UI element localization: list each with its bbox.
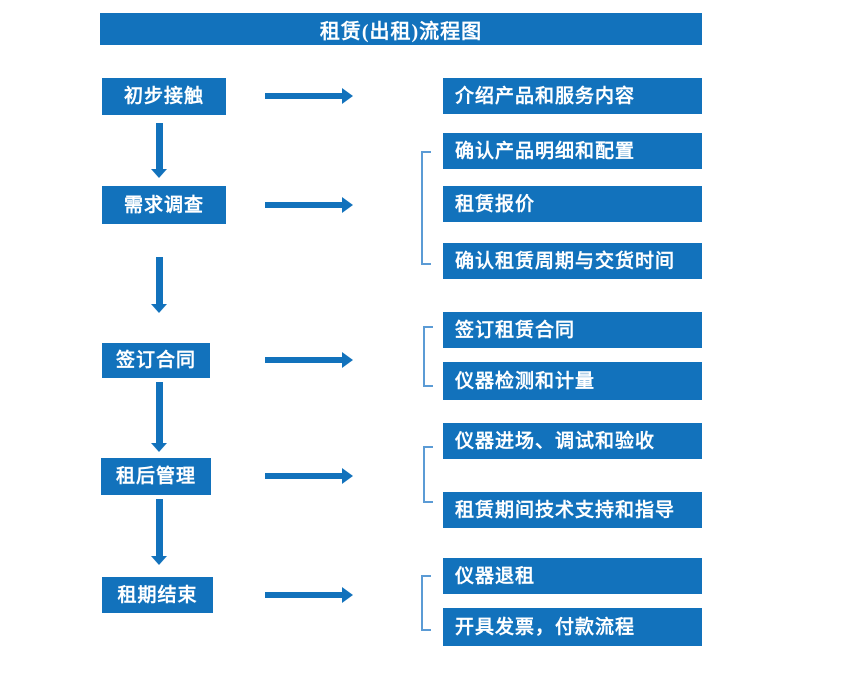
detail-box-confirm-product-details: 确认产品明细和配置 <box>443 133 702 169</box>
detail-box-invoice-payment: 开具发票，付款流程 <box>443 608 702 646</box>
group-bracket-post-rental <box>423 446 433 503</box>
group-bracket-rental-end <box>421 575 431 631</box>
group-bracket-demand-survey <box>421 151 431 265</box>
group-bracket-sign-contract <box>423 326 433 387</box>
title-bar: 租赁(出租)流程图 <box>100 13 702 45</box>
detail-box-introduce-products: 介绍产品和服务内容 <box>443 78 702 114</box>
detail-box-sign-rental-contract: 签订租赁合同 <box>443 312 702 348</box>
step-box-post-rental-management: 租后管理 <box>101 458 211 495</box>
page-title: 租赁(出租)流程图 <box>319 20 483 43</box>
detail-box-instrument-testing: 仪器检测和计量 <box>443 362 702 400</box>
right-arrow-icon-4 <box>265 468 353 484</box>
detail-box-instrument-return: 仪器退租 <box>443 558 702 594</box>
step-box-rental-end: 租期结束 <box>102 577 213 613</box>
detail-box-rental-quote: 租赁报价 <box>443 186 702 222</box>
down-arrow-icon-3 <box>151 382 167 452</box>
step-box-demand-survey: 需求调查 <box>102 186 226 224</box>
right-arrow-icon-1 <box>265 88 353 104</box>
down-arrow-icon-1 <box>151 123 167 178</box>
detail-box-tech-support: 租赁期间技术支持和指导 <box>443 492 702 528</box>
right-arrow-icon-2 <box>265 197 353 213</box>
right-arrow-icon-3 <box>265 352 353 368</box>
step-box-initial-contact: 初步接触 <box>102 78 226 115</box>
detail-box-confirm-period-delivery: 确认租赁周期与交货时间 <box>443 243 702 279</box>
step-box-sign-contract: 签订合同 <box>102 343 210 378</box>
right-arrow-icon-5 <box>265 587 353 603</box>
down-arrow-icon-4 <box>151 499 167 565</box>
down-arrow-icon-2 <box>151 257 167 313</box>
detail-box-instrument-setup-acceptance: 仪器进场、调试和验收 <box>443 423 702 459</box>
